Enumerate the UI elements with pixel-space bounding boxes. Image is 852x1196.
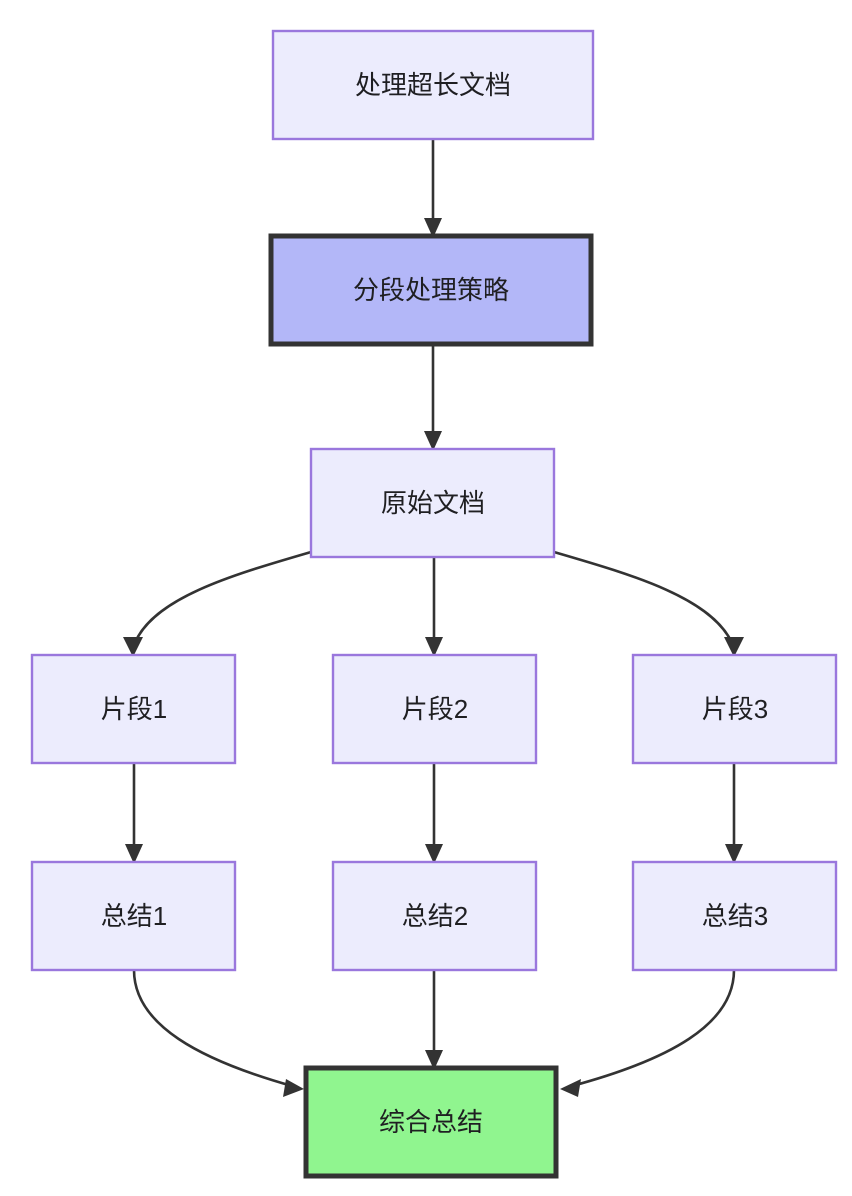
arrow-head-icon [425,844,443,864]
node-source-document[interactable]: 原始文档 [309,447,556,559]
node-summary-1[interactable]: 总结1 [30,860,237,972]
node-fragment-1[interactable]: 片段1 [30,653,237,765]
node-label: 片段2 [402,694,468,724]
node-label: 综合总结 [379,1107,483,1137]
arrow-head-icon [425,637,443,657]
arrow-head-icon [424,218,442,238]
arrow-head-icon [125,844,143,864]
node-process-long-document[interactable]: 处理超长文档 [271,29,595,141]
node-fragment-3[interactable]: 片段3 [631,653,838,765]
edge-summary1-to-final [132,969,304,1097]
edge-source-to-fragment2 [425,557,443,657]
node-label: 总结1 [101,901,167,931]
edge-source-to-fragment3 [553,550,744,657]
edge-layer [123,139,744,1097]
node-label: 分段处理策略 [353,275,509,305]
edge-strategy-to-source [424,344,442,451]
node-label: 总结3 [702,901,768,931]
node-comprehensive-summary[interactable]: 综合总结 [303,1065,559,1179]
node-fragment-2[interactable]: 片段2 [331,653,538,765]
node-summary-2[interactable]: 总结2 [331,860,538,972]
arrow-head-icon [424,431,442,451]
node-segmentation-strategy[interactable]: 分段处理策略 [268,233,594,347]
edge-summary3-to-final [560,969,736,1097]
node-summary-3[interactable]: 总结3 [631,860,838,972]
arrow-head-icon [283,1079,304,1097]
edge-fragment2-to-summary2 [425,763,443,864]
node-label: 原始文档 [381,488,485,518]
arrow-head-icon [425,1050,443,1070]
arrow-head-icon [560,1079,581,1097]
arrow-head-icon [123,637,143,657]
arrow-head-icon [725,844,743,864]
arrow-head-icon [724,637,744,657]
edge-fragment3-to-summary3 [725,763,743,864]
edge-process-to-strategy [424,139,442,238]
edge-fragment1-to-summary1 [125,763,143,864]
edge-summary2-to-final [425,970,443,1070]
node-label: 片段1 [101,694,167,724]
node-label: 片段3 [702,694,768,724]
node-label: 处理超长文档 [355,70,511,100]
node-layer: 处理超长文档 分段处理策略 原始文档 片段1 片段2 片段3 [30,29,838,1179]
node-label: 总结2 [402,901,468,931]
edge-source-to-fragment1 [123,550,312,657]
